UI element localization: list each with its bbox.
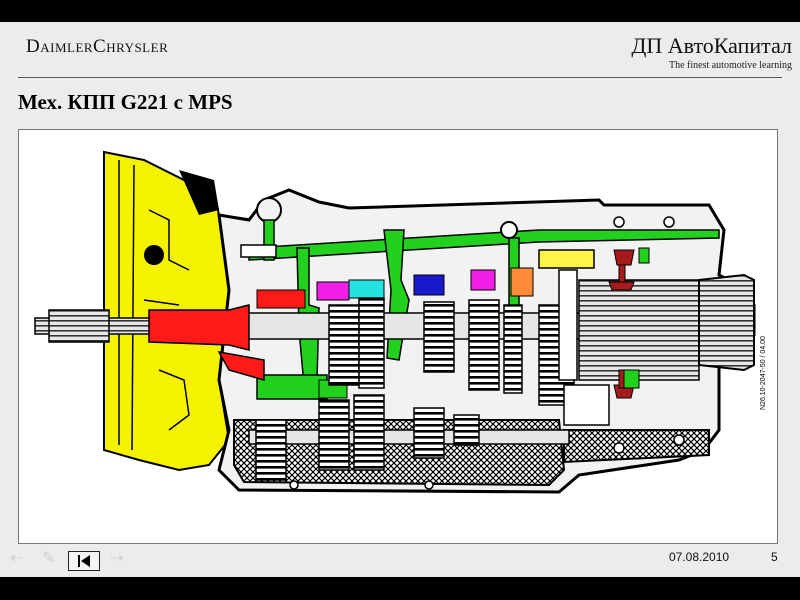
- back-arrow-icon[interactable]: ⇠: [10, 548, 24, 567]
- synchro-magenta-2: [470, 269, 496, 291]
- synchro-green-1: [256, 374, 328, 400]
- slide: DaimlerChrysler ДП АвтоКапитал The fines…: [0, 22, 800, 577]
- autokapital-name: ДП АвтоКапитал: [631, 33, 792, 58]
- autokapital-tagline: The finest automotive learning: [668, 60, 792, 71]
- gearbox-cutaway-figure: N26.10-2047-50 / 04.00: [18, 129, 778, 544]
- slide-number: 5: [771, 550, 778, 564]
- output-flange: [698, 273, 755, 372]
- synchro-cyan: [348, 279, 385, 299]
- forward-arrow-icon[interactable]: ⇢: [110, 548, 124, 567]
- synchro-magenta: [316, 281, 350, 301]
- first-slide-button[interactable]: [68, 551, 100, 571]
- first-slide-icon: [78, 555, 90, 567]
- autokapital-logo: ДП АвтоКапитал The finest automotive lea…: [631, 33, 792, 72]
- pencil-icon[interactable]: ✎: [42, 548, 56, 567]
- header-divider: [18, 77, 782, 78]
- synchro-orange: [510, 267, 534, 297]
- dark-red-parts: [608, 247, 650, 399]
- daimlerchrysler-logo: DaimlerChrysler: [26, 36, 169, 57]
- synchro-blue: [413, 274, 445, 296]
- synchro-red: [256, 289, 306, 309]
- slide-title: Мех. КПП G221 с MPS: [18, 90, 233, 114]
- figure-code: N26.10-2047-50 / 04.00: [760, 336, 767, 410]
- input-shaft-red: [148, 304, 250, 351]
- countershaft: [248, 429, 570, 445]
- shift-rail-green: [248, 229, 720, 261]
- slide-date: 07.08.2010: [669, 550, 730, 564]
